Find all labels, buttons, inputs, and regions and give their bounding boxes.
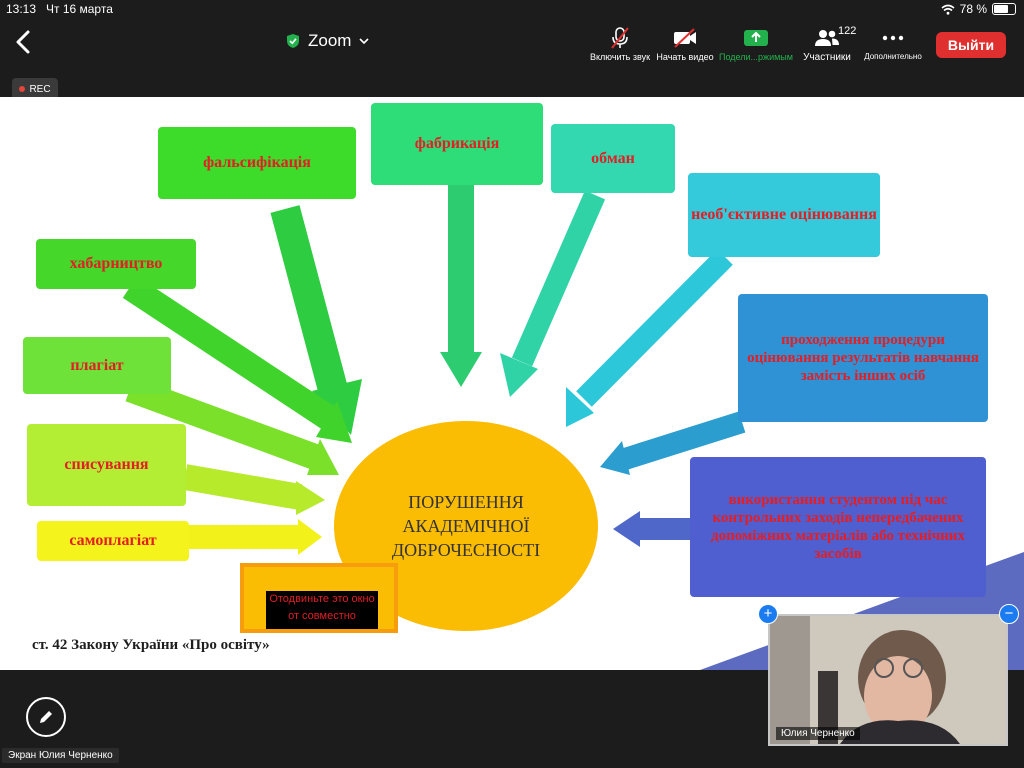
chevron-left-icon: [16, 30, 30, 54]
more-icon: [882, 35, 904, 41]
box-deception: обман: [551, 124, 675, 193]
arrow-bribery: [122, 276, 352, 443]
participants-button[interactable]: 122 Участники: [790, 24, 864, 63]
box-unauthorized-materials: використання студентом під час контрольн…: [690, 457, 986, 597]
participant-name: Юлия Черненко: [776, 727, 860, 740]
overlap-warning-text: Отодвиньте это окно от совместно: [266, 591, 378, 629]
arrow-unauthorized-materials: [613, 511, 690, 547]
arrow-deception: [500, 190, 606, 397]
unmute-label: Включить звук: [589, 52, 651, 62]
chevron-down-icon: [359, 38, 370, 45]
arrow-biased-assessment: [566, 249, 733, 427]
more-button[interactable]: Дополнительно: [856, 24, 930, 61]
screen-owner-label: Экран Юлия Черненко: [2, 748, 119, 763]
share-screen-label: Подели...ржимым: [719, 52, 793, 62]
arrow-plagiarism: [125, 376, 339, 475]
share-screen-icon: [744, 30, 768, 46]
battery-icon: [992, 3, 1016, 15]
recording-indicator: REC: [12, 78, 58, 100]
participants-count-badge: 122: [838, 25, 857, 37]
box-bribery: хабарництво: [36, 239, 196, 289]
center-concept-label: ПОРУШЕННЯ АКАДЕМІЧНОЇ ДОБРОЧЕСНОСТІ: [391, 491, 541, 561]
box-proxy-assessment: проходження процедури оцінювання результ…: [738, 294, 988, 422]
box-self-plagiarism: самоплагіат: [37, 521, 189, 561]
battery-percent: 78 %: [959, 2, 987, 16]
clock: 13:13: [6, 2, 37, 16]
overlap-warning: Отодвиньте это окно от совместно: [240, 563, 398, 633]
video-off-icon: [674, 28, 696, 48]
box-plagiarism: плагіат: [23, 337, 171, 394]
start-video-button[interactable]: Начать видео: [648, 24, 722, 62]
more-label: Дополнительно: [864, 52, 922, 61]
unmute-button[interactable]: Включить звук: [583, 24, 657, 62]
participants-icon: [815, 30, 839, 46]
arrow-fabrication: [440, 185, 482, 387]
video-tile[interactable]: Юлия Черненко: [768, 614, 1008, 746]
back-button[interactable]: [12, 28, 36, 56]
participant-video: [770, 616, 1006, 744]
meeting-title[interactable]: Zoom: [286, 31, 370, 51]
meeting-title-label: Zoom: [308, 31, 352, 50]
status-bar: 13:13 Чт 16 марта 78 %: [0, 0, 1024, 20]
shared-slide: фальсифікація фабрикація обман необ'єкти…: [0, 97, 1024, 670]
center-concept: ПОРУШЕННЯ АКАДЕМІЧНОЇ ДОБРОЧЕСНОСТІ: [334, 421, 598, 631]
wifi-icon: [941, 4, 955, 15]
box-fabrication: фабрикація: [371, 103, 543, 185]
meeting-toolbar: Zoom Включить звук Начать видео Подели..…: [0, 20, 1024, 70]
mic-off-icon: [611, 27, 629, 49]
expand-video-button[interactable]: +: [758, 604, 778, 624]
arrow-proxy: [600, 411, 746, 475]
minimize-video-button[interactable]: −: [999, 604, 1019, 624]
shield-check-icon: [287, 34, 299, 48]
record-dot-icon: [19, 86, 26, 92]
arrow-cheating: [182, 464, 325, 515]
share-screen-button[interactable]: Подели...ржимым: [719, 24, 793, 62]
pencil-icon: [40, 711, 52, 723]
date: Чт 16 марта: [46, 2, 113, 16]
rec-label: REC: [29, 83, 51, 95]
status-right: 78 %: [941, 2, 1016, 16]
participants-label: Участники: [803, 52, 851, 63]
arrow-self-plagiarism: [188, 519, 322, 555]
box-falsification: фальсифікація: [158, 127, 356, 199]
start-video-label: Начать видео: [656, 52, 714, 62]
annotate-button[interactable]: [26, 697, 66, 737]
leave-button[interactable]: Выйти: [936, 32, 1006, 58]
box-cheating: списування: [27, 424, 186, 506]
box-biased-assessment: необ'єктивне оцінювання: [688, 173, 880, 257]
slide-footer: ст. 42 Закону України «Про освіту»: [32, 637, 270, 653]
